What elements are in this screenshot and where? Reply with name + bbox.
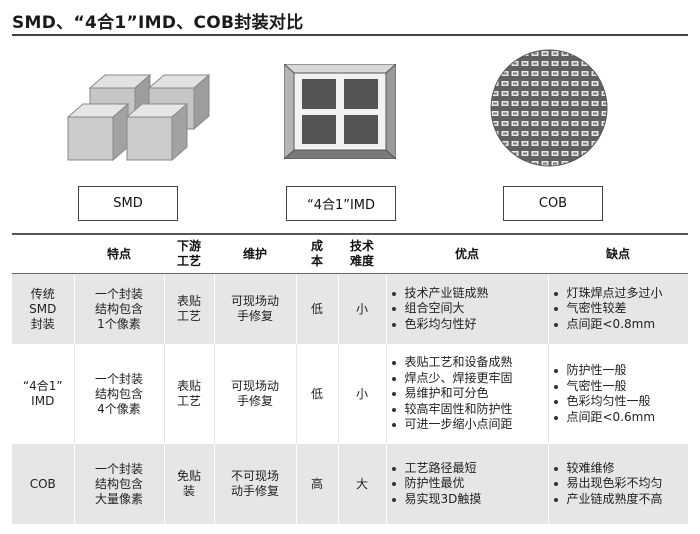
row-process: 表贴 工艺 — [164, 344, 215, 444]
smd-cubes-illustration — [66, 73, 211, 162]
row-cost: 高 — [296, 444, 339, 524]
pros-item: 焊点少、焊接更牢固 — [389, 371, 546, 387]
row-difficulty: 小 — [338, 273, 387, 344]
row-features: 一个封装 结构包含 4个像素 — [74, 344, 165, 444]
cons-item: 色彩均匀性一般 — [551, 394, 687, 410]
title-divider — [12, 34, 688, 36]
row-maintenance: 可现场动 手修复 — [214, 344, 297, 444]
pros-item: 工艺路径最短 — [389, 461, 546, 477]
row-cons: 较难维修 易出现色彩不均匀 产业链成熟度不高 — [548, 444, 688, 524]
cons-item: 点间距<0.8mm — [551, 317, 687, 333]
header-name — [12, 233, 74, 274]
cons-item: 较难维修 — [551, 461, 687, 477]
header-cost: 成 本 — [296, 233, 338, 274]
row-name: “4合1” IMD — [12, 344, 75, 444]
table-row: “4合1” IMD 一个封装 结构包含 4个像素 表贴 工艺 可现场动 手修复 … — [12, 344, 688, 444]
table-row: 传统 SMD 封装 一个封装 结构包含 1个像素 表贴 工艺 可现场动 手修复 … — [12, 273, 688, 344]
cob-array-illustration — [490, 49, 608, 167]
header-features: 特点 — [74, 233, 164, 274]
pros-item: 色彩均匀性好 — [389, 317, 546, 333]
cons-item: 点间距<0.6mm — [551, 410, 687, 426]
row-maintenance: 不可现场 动手修复 — [214, 444, 297, 524]
cons-item: 气密性一般 — [551, 379, 687, 395]
row-features: 一个封装 结构包含 大量像素 — [74, 444, 165, 524]
imd-label: “4合1”IMD — [286, 186, 396, 221]
row-cons: 灯珠焊点过多过小 气密性较差 点间距<0.8mm — [548, 273, 688, 344]
pros-item: 防护性最优 — [389, 476, 546, 492]
table-header-row: 特点 下游 工艺 维护 成 本 技术 难度 优点 缺点 — [12, 233, 688, 274]
row-process: 表贴 工艺 — [164, 273, 215, 344]
header-pros: 优点 — [386, 233, 548, 274]
row-process: 免贴 装 — [164, 444, 215, 524]
row-features: 一个封装 结构包含 1个像素 — [74, 273, 165, 344]
pros-item: 可进一步缩小点间距 — [389, 417, 546, 433]
header-process: 下游 工艺 — [164, 233, 214, 274]
row-pros: 表贴工艺和设备成熟 焊点少、焊接更牢固 易维护和可分色 较高牢固性和防护性 可进… — [386, 344, 549, 444]
pros-item: 表贴工艺和设备成熟 — [389, 355, 546, 371]
row-cons: 防护性一般 气密性一般 色彩均匀性一般 点间距<0.6mm — [548, 344, 688, 444]
cons-item: 产业链成熟度不高 — [551, 492, 687, 508]
header-cons: 缺点 — [548, 233, 688, 274]
cons-item: 防护性一般 — [551, 363, 687, 379]
row-difficulty: 大 — [338, 444, 387, 524]
header-maintenance: 维护 — [214, 233, 296, 274]
row-pros: 工艺路径最短 防护性最优 易实现3D触摸 — [386, 444, 549, 524]
cob-label: COB — [503, 186, 603, 221]
pros-item: 较高牢固性和防护性 — [389, 402, 546, 418]
row-pros: 技术产业链成熟 组合空间大 色彩均匀性好 — [386, 273, 549, 344]
row-difficulty: 小 — [338, 344, 387, 444]
row-maintenance: 可现场动 手修复 — [214, 273, 297, 344]
cons-item: 灯珠焊点过多过小 — [551, 286, 687, 302]
pros-item: 技术产业链成熟 — [389, 286, 546, 302]
row-name: COB — [12, 444, 75, 524]
table-row: COB 一个封装 结构包含 大量像素 免贴 装 不可现场 动手修复 高 大 工艺… — [12, 444, 688, 524]
header-difficulty: 技术 难度 — [338, 233, 386, 274]
comparison-table: 特点 下游 工艺 维护 成 本 技术 难度 优点 缺点 传统 SMD 封装 一个… — [12, 233, 688, 524]
smd-label: SMD — [78, 186, 178, 221]
row-cost: 低 — [296, 273, 339, 344]
pros-item: 组合空间大 — [389, 301, 546, 317]
cons-item: 气密性较差 — [551, 301, 687, 317]
pros-item: 易维护和可分色 — [389, 386, 546, 402]
row-name: 传统 SMD 封装 — [12, 273, 75, 344]
page-title: SMD、“4合1”IMD、COB封装对比 — [12, 13, 304, 33]
row-cost: 低 — [296, 344, 339, 444]
cons-item: 易出现色彩不均匀 — [551, 476, 687, 492]
imd-4in1-illustration — [284, 64, 396, 159]
pros-item: 易实现3D触摸 — [389, 492, 546, 508]
